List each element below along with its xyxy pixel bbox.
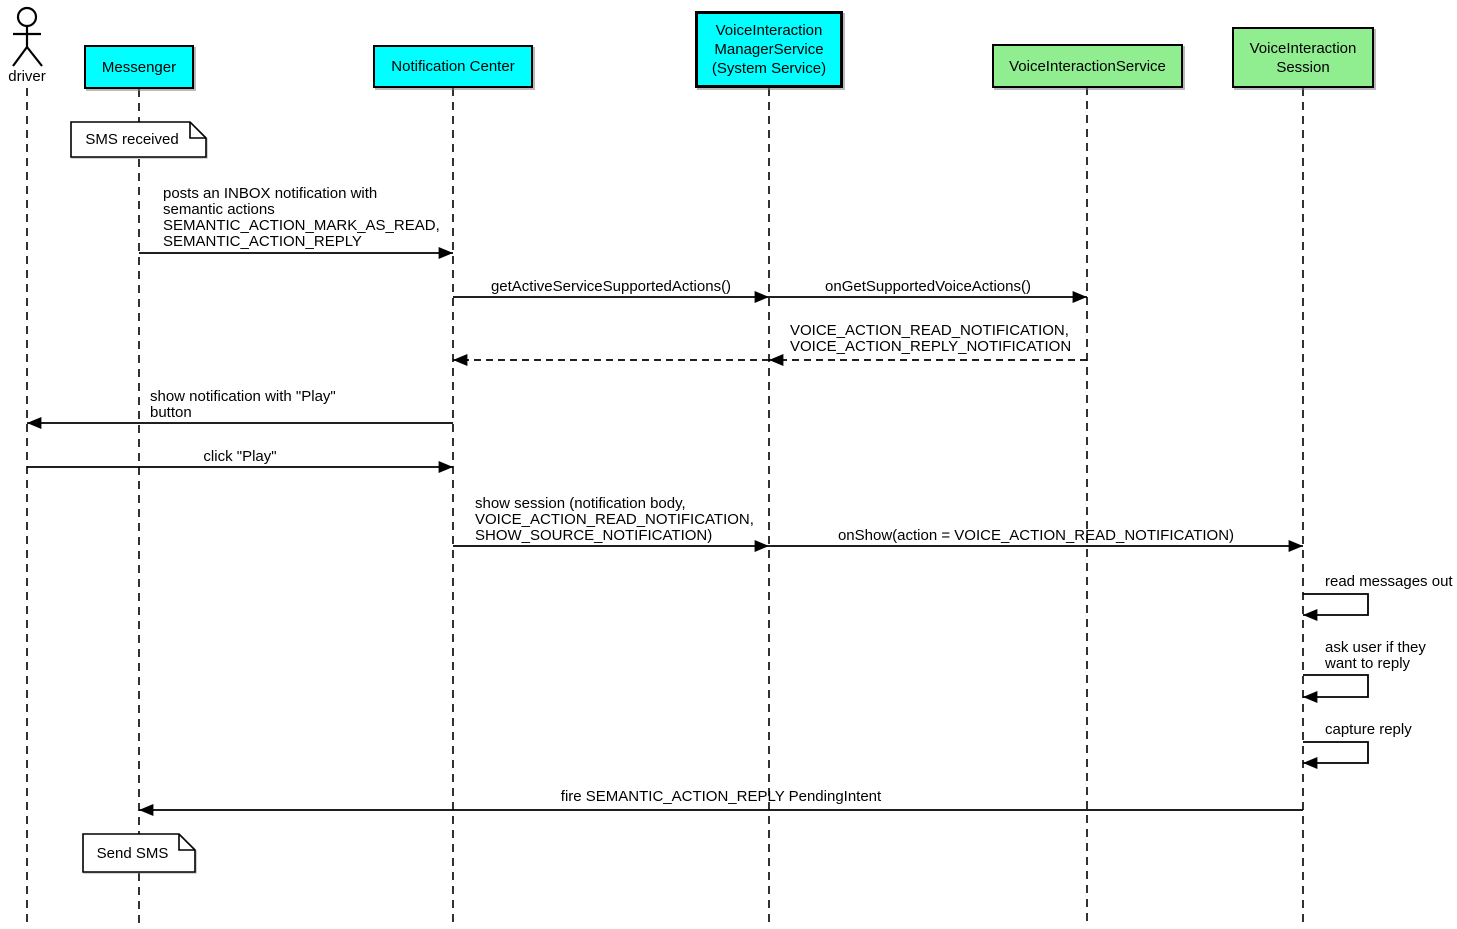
- note-sms-received: SMS received: [70, 121, 208, 158]
- participant-voice-interaction-service: VoiceInteractionService: [992, 44, 1183, 88]
- note-sms-received-text: SMS received: [85, 131, 179, 148]
- message-label-ask-user-to-reply: ask user if they want to reply: [1325, 639, 1426, 672]
- participant-notification-center-label: Notification Center: [391, 58, 515, 75]
- note-send-sms-text: Send SMS: [96, 844, 169, 862]
- participant-voice-interaction-manager-service: VoiceInteraction ManagerService (System …: [695, 11, 843, 88]
- message-label-click-play: click "Play": [203, 448, 277, 465]
- note-send-sms: Send SMS: [82, 833, 197, 873]
- message-label-show-notification-play-button: show notification with "Play" button: [150, 388, 336, 421]
- self-arrow-capture-reply: [1303, 741, 1369, 769]
- message-label-capture-reply: capture reply: [1325, 721, 1412, 738]
- message-label-posts-inbox-notification: posts an INBOX notification with semanti…: [163, 185, 440, 250]
- actor-driver-icon: [12, 6, 43, 67]
- self-arrow-ask-user-to-reply: [1303, 674, 1369, 703]
- message-label-return-voice-actions: VOICE_ACTION_READ_NOTIFICATION, VOICE_AC…: [790, 322, 1072, 355]
- self-arrow-read-messages-out: [1303, 593, 1369, 621]
- note-send-sms-shape: [82, 833, 196, 873]
- participant-notification-center: Notification Center: [373, 45, 533, 88]
- actor-driver-label: driver: [8, 68, 46, 85]
- message-label-read-messages-out: read messages out: [1325, 573, 1453, 590]
- participant-messenger: Messenger: [84, 45, 194, 89]
- message-label-get-active-service-supported-actions: getActiveServiceSupportedActions(): [490, 278, 732, 295]
- participant-voice-interaction-session-label: VoiceInteraction Session: [1249, 39, 1357, 76]
- message-label-show-session: show session (notification body, VOICE_A…: [475, 495, 754, 544]
- note-sms-received-shape: [70, 121, 207, 158]
- participant-messenger-label: Messenger: [101, 58, 177, 76]
- participant-voice-interaction-service-label: VoiceInteractionService: [1009, 57, 1166, 75]
- participant-voice-interaction-session: VoiceInteraction Session: [1232, 27, 1374, 88]
- participant-voice-interaction-manager-service-label: VoiceInteraction ManagerService (System …: [711, 22, 827, 77]
- message-label-fire-semantic-action-reply: fire SEMANTIC_ACTION_REPLY PendingIntent: [560, 788, 882, 805]
- message-label-on-show: onShow(action = VOICE_ACTION_READ_NOTIFI…: [837, 527, 1235, 544]
- message-label-on-get-supported-voice-actions: onGetSupportedVoiceActions(): [825, 278, 1031, 295]
